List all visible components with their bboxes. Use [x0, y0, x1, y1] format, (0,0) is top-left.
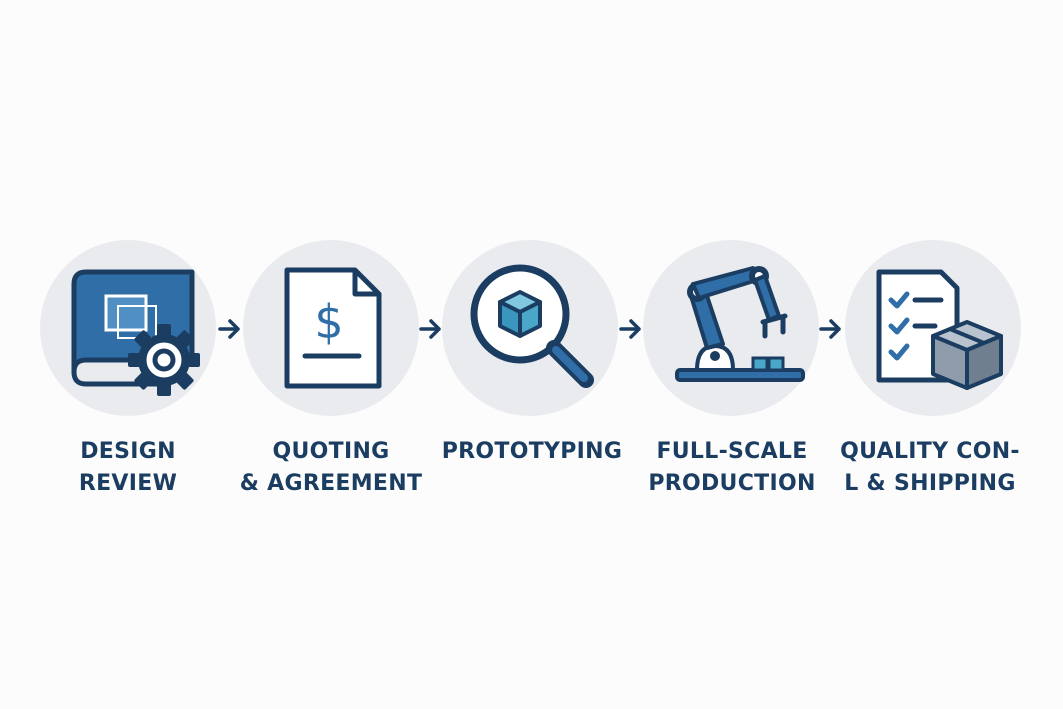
arrow-right-icon	[819, 319, 841, 339]
step-label-line2: & AGREEMENT	[239, 471, 423, 496]
step-circle	[643, 240, 819, 416]
step-label-line2: PRODUCTION	[648, 471, 816, 496]
step-label: PROTOTYPING	[432, 436, 632, 468]
step-label-line1: DESIGN	[80, 439, 176, 464]
step-label-line1: QUOTING	[272, 439, 390, 464]
step-label-line2: L & SHIPPING	[844, 471, 1016, 496]
step-circle	[442, 240, 618, 416]
magnifier-cube-icon	[470, 264, 594, 388]
robotic-arm-icon	[675, 266, 805, 382]
step-label-line1: FULL-SCALE	[656, 439, 808, 464]
step-label: FULL-SCALE PRODUCTION	[632, 436, 832, 500]
step-circle: $	[243, 240, 419, 416]
dollar-document-icon: $	[284, 267, 382, 389]
step-label: DESIGN REVIEW	[28, 436, 228, 500]
arrow-right-icon	[619, 319, 641, 339]
arrow-right-icon	[218, 319, 240, 339]
checklist-box-icon	[876, 269, 1003, 390]
step-label-line1: PROTOTYPING	[441, 439, 623, 464]
step-circle	[845, 240, 1021, 416]
blueprint-gear-icon	[71, 269, 200, 396]
arrow-right-icon	[419, 319, 441, 339]
step-circle	[40, 240, 216, 416]
step-label-line1: QUALITY CON-	[840, 439, 1020, 464]
svg-text:$: $	[314, 295, 343, 349]
step-label-line2: REVIEW	[78, 471, 178, 496]
step-label: QUALITY CON- L & SHIPPING	[830, 436, 1030, 500]
step-label: QUOTING & AGREEMENT	[231, 436, 431, 500]
